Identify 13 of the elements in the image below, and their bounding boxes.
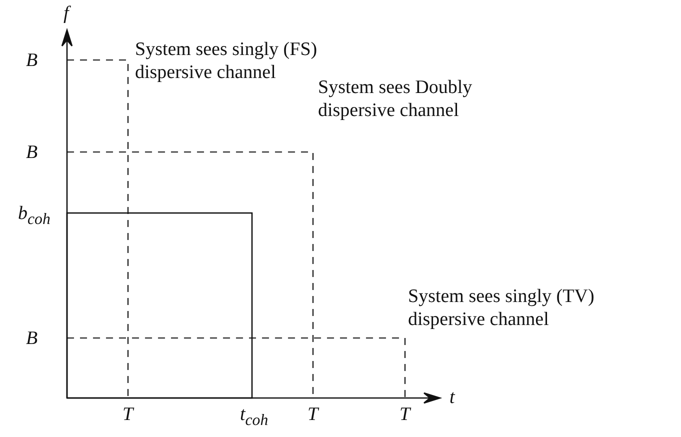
tick-label: B (26, 49, 38, 72)
axis-label: t (450, 386, 455, 409)
tick-label: T (400, 403, 410, 426)
tick-label: T (122, 403, 134, 426)
tick-label: b$_{coh}$ (18, 202, 50, 230)
tick-label: t$_{coh}$ (240, 403, 268, 431)
tick-label: B (26, 141, 38, 164)
tick-label: T (308, 403, 318, 426)
annotation-text: System sees singly (FS) dispersive channel (135, 38, 318, 84)
annotation-text: System sees singly (TV) dispersive channel (408, 285, 596, 331)
axis-label: f (64, 2, 69, 25)
annotation-text: System sees Doubly dispersive channel (318, 76, 474, 122)
tick-label: B (26, 327, 38, 350)
